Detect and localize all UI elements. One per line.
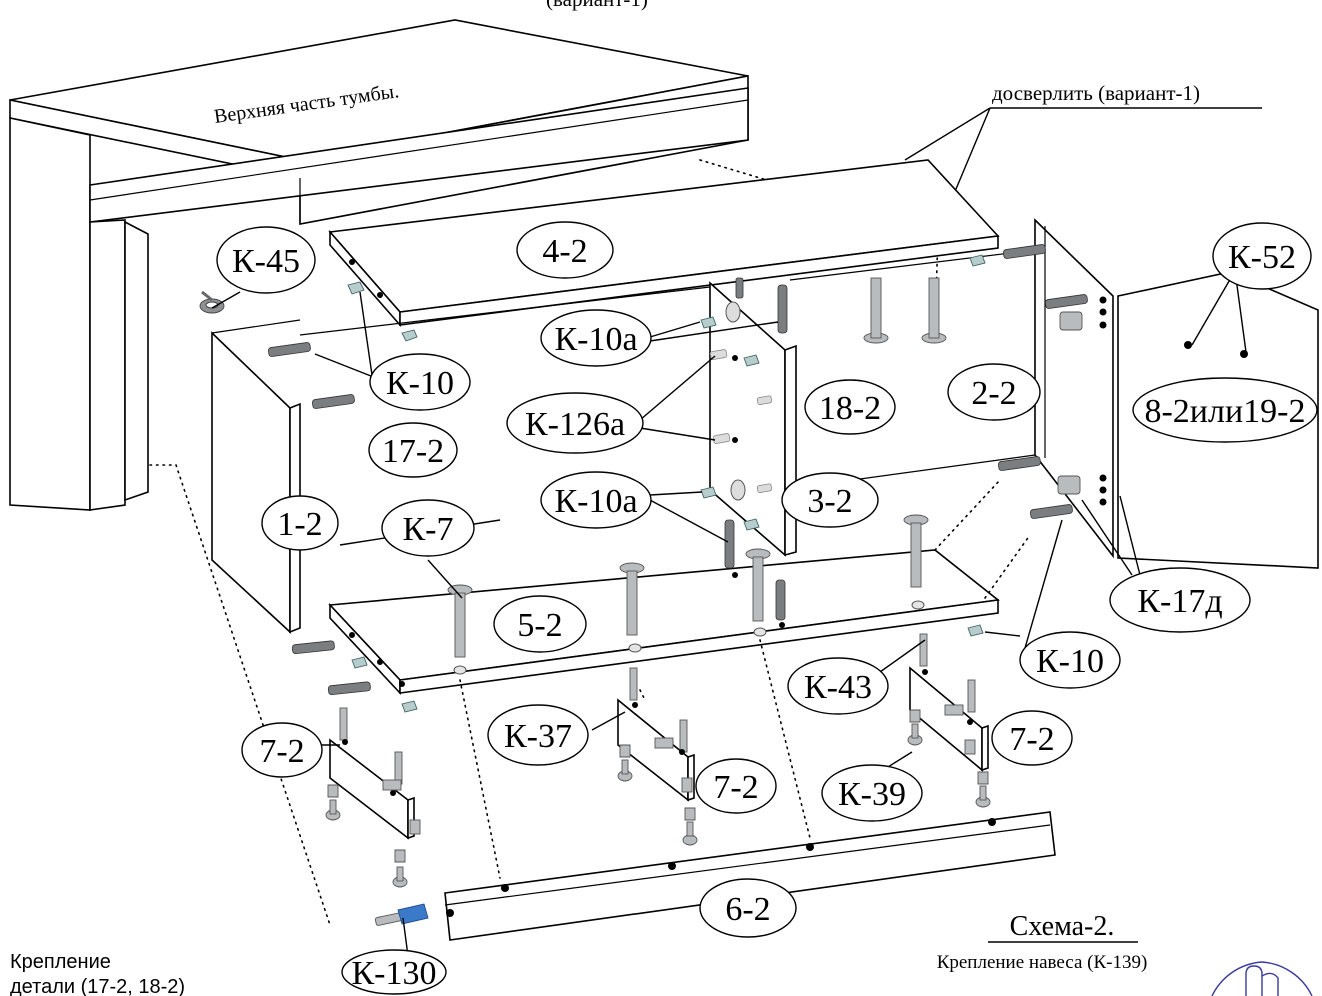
dotted-guides xyxy=(149,464,1031,926)
label-17-2: 17-2 xyxy=(368,422,458,478)
svg-text:К-10: К-10 xyxy=(386,365,454,402)
svg-text:К-10а: К-10а xyxy=(554,483,637,520)
svg-text:7-2: 7-2 xyxy=(713,769,758,806)
svg-text:К-45: К-45 xyxy=(232,243,300,280)
label-k37: К-37 xyxy=(487,704,589,766)
svg-text:К-39: К-39 xyxy=(838,776,906,813)
note-line-2: детали (17-2, 18-2) xyxy=(10,976,185,996)
header-fragment: (вариант-1) xyxy=(546,0,648,11)
cabinet-top-part: Верхняя часть тумбы. xyxy=(9,19,749,511)
svg-text:5-2: 5-2 xyxy=(517,607,562,644)
label-k7: К-7 xyxy=(381,499,475,557)
leg-middle xyxy=(617,667,698,846)
label-k130: К-130 xyxy=(341,949,447,995)
label-7-2-right: 7-2 xyxy=(991,710,1073,766)
svg-text:К-7: К-7 xyxy=(403,511,454,548)
label-k10a-top: К-10а xyxy=(540,309,652,367)
label-7-2-middle: 7-2 xyxy=(695,758,777,814)
leg-right xyxy=(907,633,991,808)
svg-text:К-126а: К-126а xyxy=(525,406,625,443)
label-1-2: 1-2 xyxy=(261,495,339,551)
svg-text:2-2: 2-2 xyxy=(971,375,1016,412)
panel-4-2 xyxy=(328,159,1000,328)
svg-text:3-2: 3-2 xyxy=(807,483,852,520)
panel-1-2 xyxy=(211,331,301,634)
label-k10a-bottom: К-10а xyxy=(540,471,652,529)
leg-left xyxy=(325,707,421,888)
label-3-2: 3-2 xyxy=(781,472,879,528)
panel-5-2 xyxy=(328,549,1000,696)
label-7-2-left: 7-2 xyxy=(241,722,323,778)
label-6-2: 6-2 xyxy=(699,878,797,938)
svg-text:7-2: 7-2 xyxy=(1009,721,1054,758)
label-18-2: 18-2 xyxy=(804,379,896,435)
svg-text:1-2: 1-2 xyxy=(277,506,322,543)
svg-text:К-130: К-130 xyxy=(352,955,437,992)
label-k126a: К-126а xyxy=(506,392,644,454)
note-line-1: Крепление xyxy=(10,951,111,973)
svg-text:К-52: К-52 xyxy=(1228,239,1296,276)
svg-text:К-17д: К-17д xyxy=(1137,583,1222,620)
svg-text:8-2или19-2: 8-2или19-2 xyxy=(1144,393,1305,430)
svg-text:17-2: 17-2 xyxy=(382,433,444,470)
label-4-2: 4-2 xyxy=(516,221,614,279)
label-5-2: 5-2 xyxy=(493,595,587,653)
svg-text:18-2: 18-2 xyxy=(819,390,881,427)
svg-text:К-37: К-37 xyxy=(504,718,572,755)
brand-logo-icon xyxy=(1211,961,1313,996)
label-k10-right: К-10 xyxy=(1019,631,1121,689)
svg-text:К-10: К-10 xyxy=(1036,643,1104,680)
scheme-title: Схема-2. xyxy=(1010,911,1115,942)
svg-text:4-2: 4-2 xyxy=(542,233,587,270)
plinth-6-2 xyxy=(444,811,1056,941)
svg-text:К-43: К-43 xyxy=(804,669,872,706)
label-k52: К-52 xyxy=(1212,222,1312,290)
label-k10-left: К-10 xyxy=(369,353,471,411)
label-k45: К-45 xyxy=(216,226,316,294)
svg-text:К-10а: К-10а xyxy=(554,321,637,358)
drill-callout-label: досверлить (вариант-1) xyxy=(992,81,1200,105)
label-k43: К-43 xyxy=(787,657,889,715)
drill-callout: досверлить (вариант-1) xyxy=(699,81,1262,301)
leader-lines xyxy=(211,275,1247,957)
hardware xyxy=(199,244,1107,926)
label-8-2-or-19-2: 8-2или19-2 xyxy=(1132,377,1318,443)
svg-text:7-2: 7-2 xyxy=(259,733,304,770)
svg-text:6-2: 6-2 xyxy=(725,891,770,928)
scheme-subtitle: Крепление навеса (К-139) xyxy=(937,952,1148,973)
label-k17d: К-17д xyxy=(1109,567,1251,633)
label-2-2: 2-2 xyxy=(947,363,1041,421)
label-k39: К-39 xyxy=(821,764,923,822)
